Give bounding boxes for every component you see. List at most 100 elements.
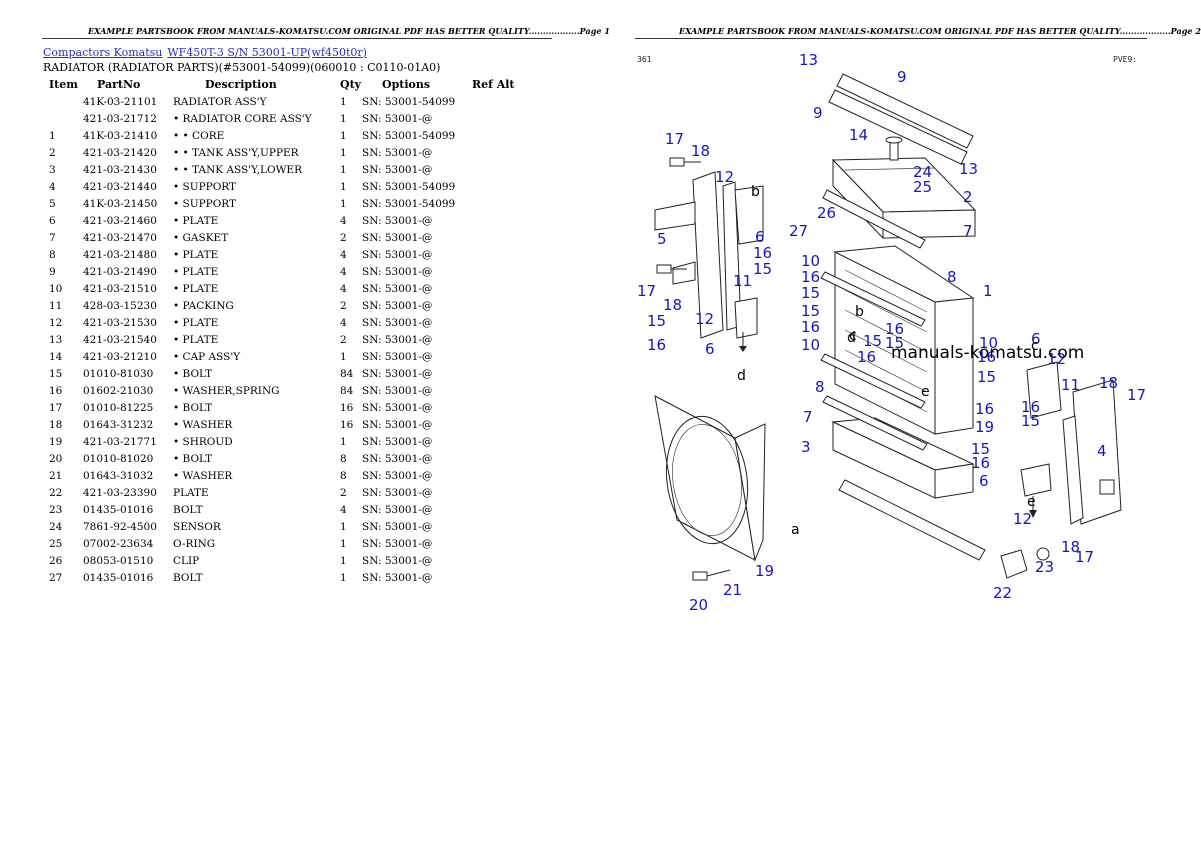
- cell-ref-alt: [472, 314, 532, 331]
- cell-ref-alt: [472, 212, 532, 229]
- direction-letter: c: [1031, 338, 1039, 354]
- diagram-drawing: [654, 73, 1122, 581]
- cell-partno: 01643-31032: [83, 469, 154, 482]
- cell-ref-alt: [472, 569, 532, 586]
- column-header-qty: Qty: [340, 78, 362, 91]
- callout-label: 20: [689, 596, 708, 614]
- cell-qty: 16: [340, 418, 354, 431]
- cell-item: 24: [49, 520, 63, 533]
- callout-label: 8: [947, 268, 957, 286]
- callout-label: 18: [691, 142, 710, 160]
- cell-options: SN: 53001-@: [362, 316, 433, 329]
- cell-item: 16: [49, 384, 63, 397]
- callout-label: 16: [971, 454, 990, 472]
- callout-label: 7: [963, 222, 973, 240]
- cell-options: SN: 53001-54099: [362, 197, 456, 210]
- cell-description: • PLATE: [173, 265, 219, 278]
- cell-options: SN: 53001-@: [362, 265, 433, 278]
- cell-description: SENSOR: [173, 520, 221, 533]
- page-header: EXAMPLE PARTSBOOK FROM MANUALS-KOMATSU.C…: [88, 26, 610, 36]
- cell-description: • PACKING: [173, 299, 234, 312]
- callout-label: 12: [715, 168, 734, 186]
- callout-label: 16: [647, 336, 666, 354]
- cell-ref-alt: [472, 246, 532, 263]
- page-header: EXAMPLE PARTSBOOK FROM MANUALS-KOMATSU.C…: [679, 26, 1201, 36]
- cell-partno: 421-03-21470: [83, 231, 157, 244]
- cell-ref-alt: [472, 535, 532, 552]
- cell-options: SN: 53001-@: [362, 163, 433, 176]
- cell-item: 22: [49, 486, 63, 499]
- cell-partno: 421-03-21712: [83, 112, 157, 125]
- cell-qty: 84: [340, 367, 354, 380]
- callout-label: 16: [975, 400, 994, 418]
- callout-label: 6: [979, 472, 989, 490]
- cell-description: BOLT: [173, 571, 203, 584]
- callout-label: 12: [695, 310, 714, 328]
- cell-options: SN: 53001-@: [362, 367, 433, 380]
- cell-ref-alt: [472, 484, 532, 501]
- cell-options: SN: 53001-@: [362, 350, 433, 363]
- callout-label: 10: [801, 336, 820, 354]
- cell-qty: 4: [340, 214, 347, 227]
- cell-partno: 08053-01510: [83, 554, 154, 567]
- cell-description: CLIP: [173, 554, 200, 567]
- callout-label: 15: [753, 260, 772, 278]
- callout-label: 15: [1021, 412, 1040, 430]
- watermark: manuals-komatsu.com: [891, 343, 1084, 363]
- cell-options: SN: 53001-@: [362, 384, 433, 397]
- cell-qty: 16: [340, 401, 354, 414]
- callout-label: 6: [705, 340, 715, 358]
- callout-label: 15: [863, 332, 882, 350]
- breadcrumb-link-model[interactable]: WF450T-3 S/N 53001-UP(wf450t0r): [167, 46, 367, 59]
- cell-ref-alt: [472, 93, 532, 110]
- cell-ref-alt: [472, 501, 532, 518]
- direction-letter: b: [751, 184, 760, 200]
- cell-qty: 8: [340, 469, 347, 482]
- callout-label: 9: [813, 104, 823, 122]
- cell-item: 18: [49, 418, 63, 431]
- cell-partno: 01010-81020: [83, 452, 154, 465]
- cell-partno: 421-03-21210: [83, 350, 157, 363]
- cell-options: SN: 53001-@: [362, 554, 433, 567]
- callout-label: 15: [977, 368, 996, 386]
- cell-item: 21: [49, 469, 63, 482]
- cell-ref-alt: [472, 297, 532, 314]
- cell-options: SN: 53001-@: [362, 214, 433, 227]
- cell-item: [44, 93, 83, 110]
- callout-label: 16: [753, 244, 772, 262]
- cell-item: 26: [49, 554, 63, 567]
- callout-label: 8: [815, 378, 825, 396]
- cell-item: 10: [49, 282, 63, 295]
- cell-qty: 1: [340, 129, 347, 142]
- cell-options: SN: 53001-@: [362, 248, 433, 261]
- column-header-description: Description: [205, 78, 277, 91]
- breadcrumb-link-category[interactable]: Compactors Komatsu: [43, 46, 163, 59]
- cell-item: 12: [49, 316, 63, 329]
- page-2: EXAMPLE PARTSBOOK FROM MANUALS-KOMATSU.C…: [595, 0, 1201, 842]
- cell-qty: 1: [340, 554, 347, 567]
- header-rule: [635, 38, 1147, 39]
- callout-label: 10: [979, 334, 998, 352]
- cell-ref-alt: [472, 161, 532, 178]
- callout-label: 11: [733, 272, 752, 290]
- cell-ref-alt: [472, 178, 532, 195]
- cell-partno: 428-03-15230: [83, 299, 157, 312]
- callout-label: 24: [913, 163, 932, 181]
- direction-letter: c: [849, 328, 857, 344]
- cell-qty: 4: [340, 282, 347, 295]
- cell-description: • PLATE: [173, 333, 219, 346]
- direction-letter: b: [855, 304, 864, 320]
- cell-qty: 2: [340, 231, 347, 244]
- cell-description: • RADIATOR CORE ASS'Y: [173, 112, 312, 125]
